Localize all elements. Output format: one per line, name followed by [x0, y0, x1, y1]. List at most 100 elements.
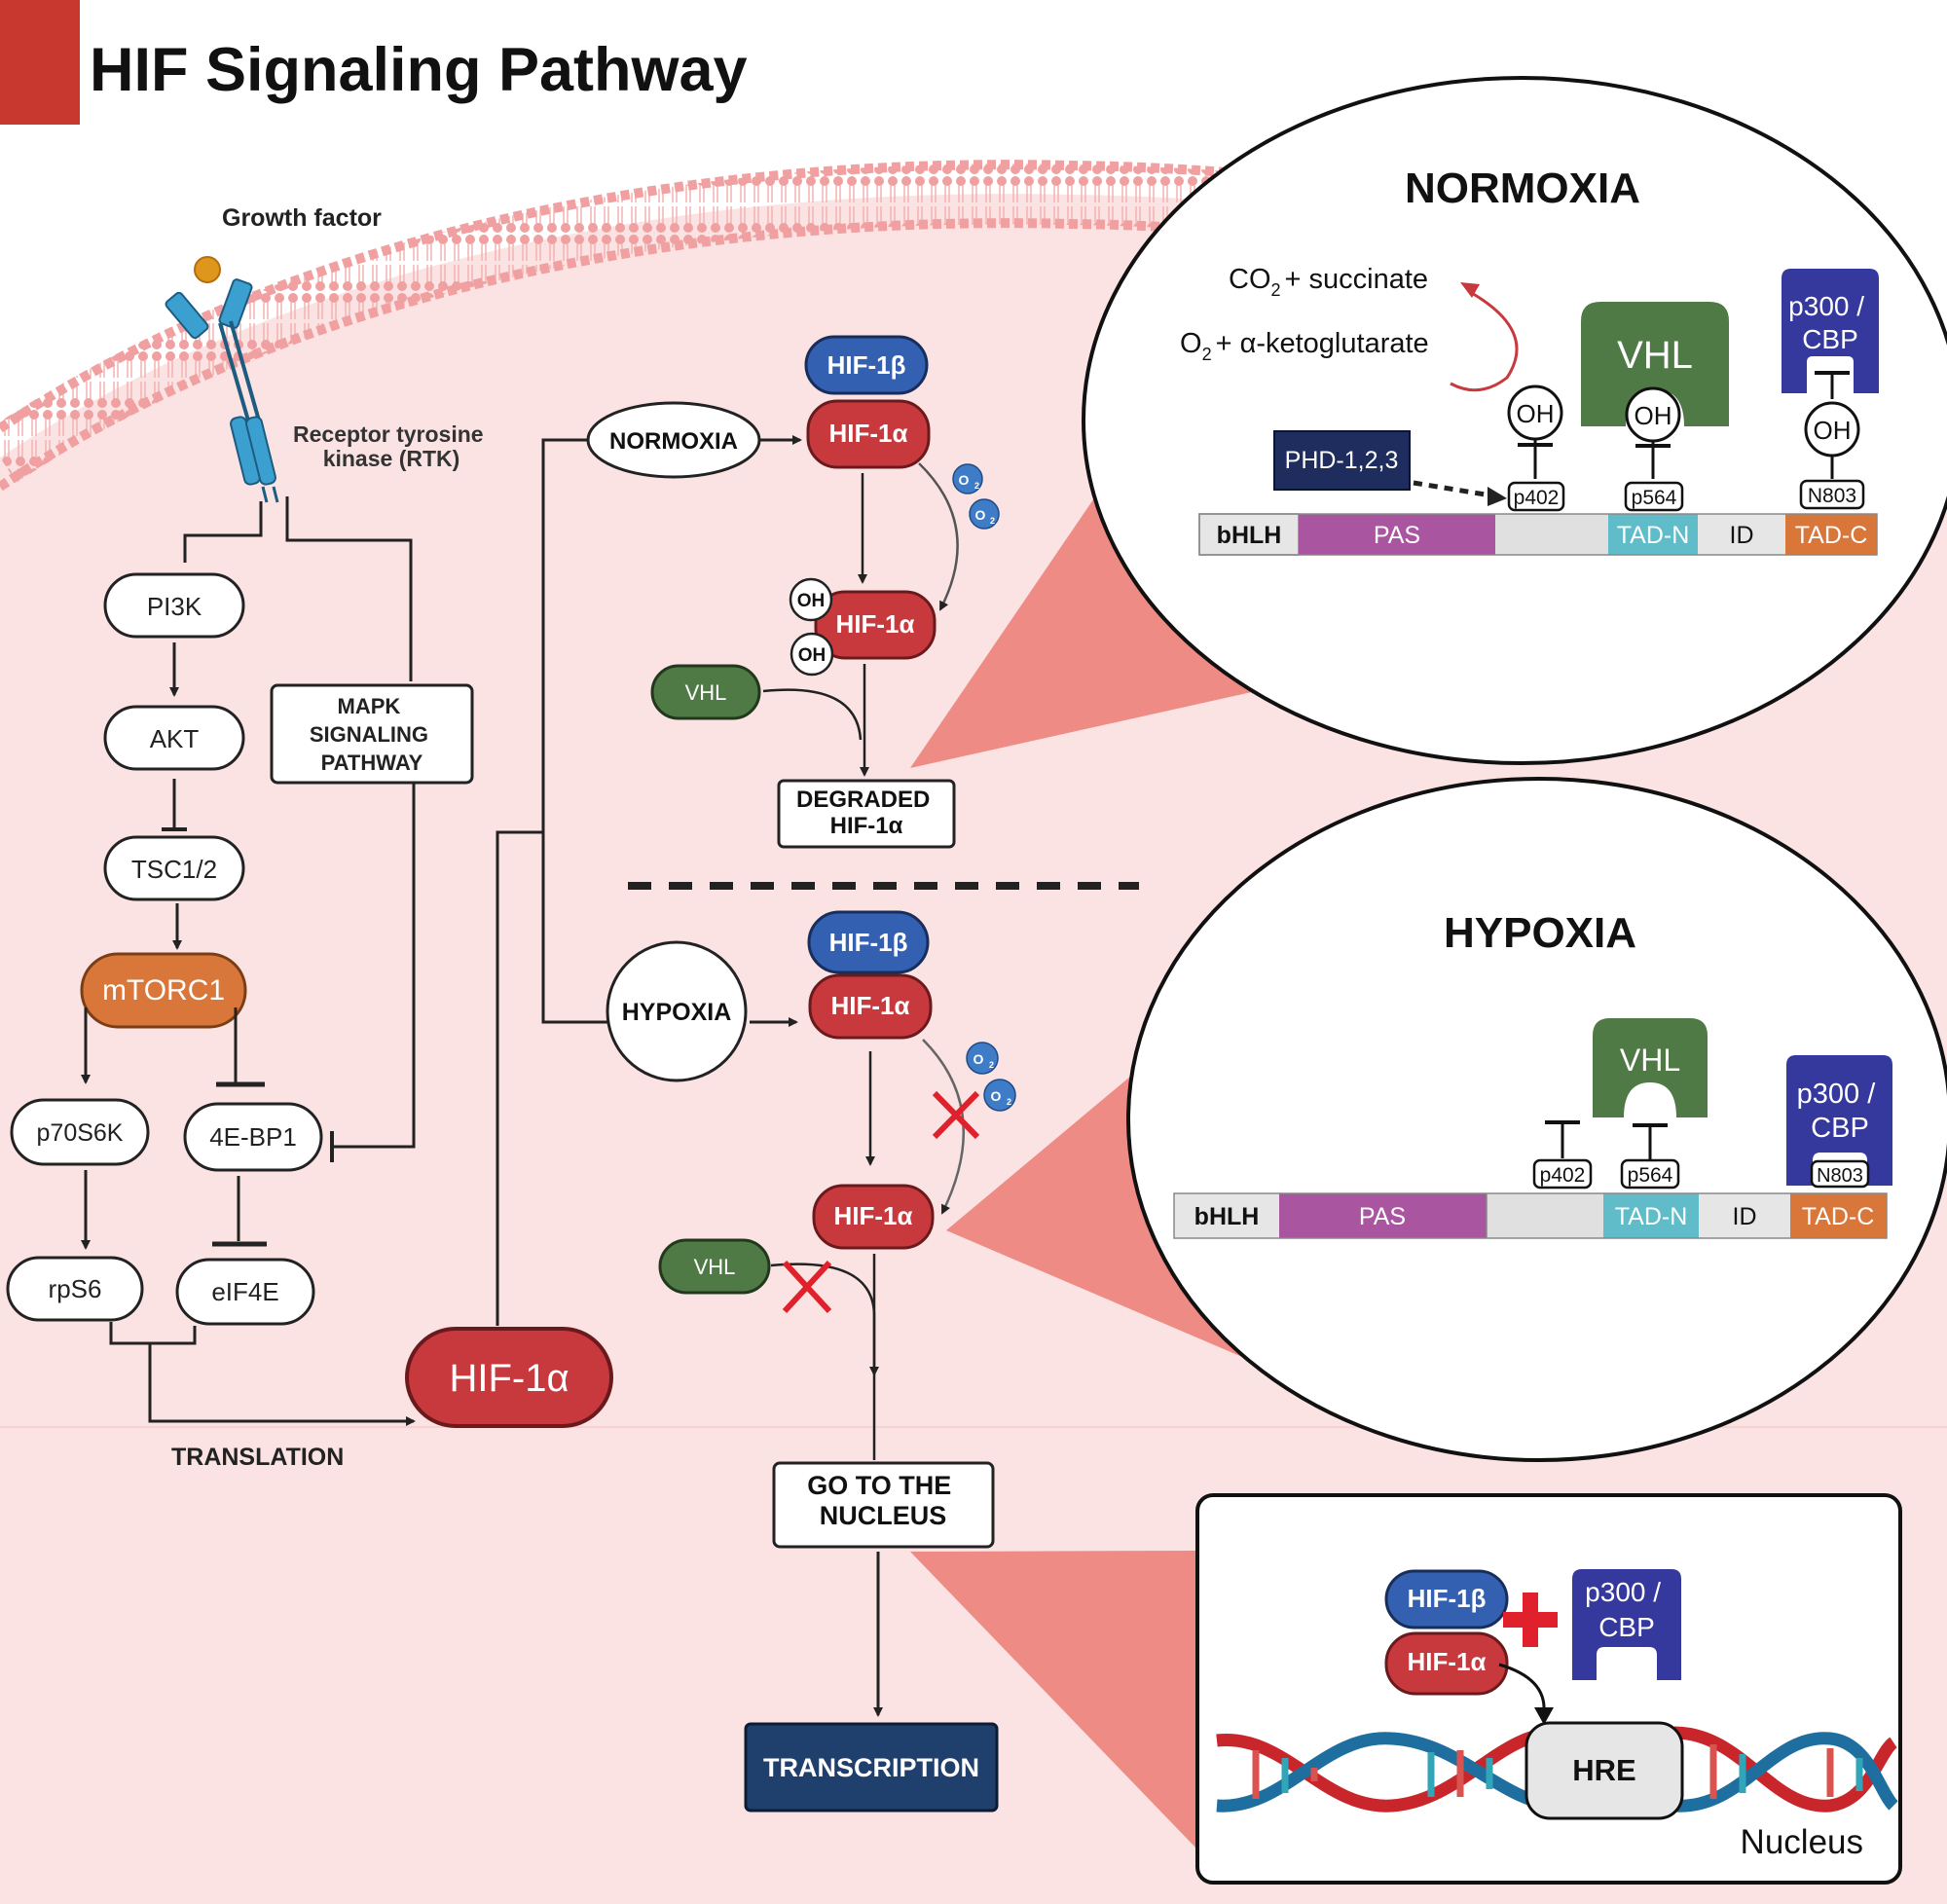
page-title: HIF Signaling Pathway: [90, 36, 748, 104]
svg-text:OH: OH: [1517, 399, 1555, 428]
svg-text:HIF-1β: HIF-1β: [827, 350, 906, 380]
normoxia-vhl: VHL: [650, 664, 761, 720]
svg-text:HIF-1α: HIF-1α: [449, 1357, 569, 1400]
svg-text:N803: N803: [1817, 1165, 1863, 1187]
oxygen-icon: O 2: [952, 463, 983, 494]
svg-text:HIF-1α: HIF-1α: [836, 609, 915, 639]
hydroxyl-group-icon: OH: [790, 632, 834, 677]
svg-text:TSC1/2: TSC1/2: [131, 855, 217, 884]
svg-text:TRANSCRIPTION: TRANSCRIPTION: [763, 1753, 979, 1782]
svg-text:CO2+ succinate: CO2+ succinate: [1229, 264, 1428, 300]
svg-text:O: O: [959, 472, 970, 488]
hypoxia-zoom-wedge: [946, 1061, 1256, 1363]
node-tsc: TSC1/2: [103, 835, 245, 901]
node-eif4e: eIF4E: [175, 1258, 315, 1326]
svg-text:TAD-C: TAD-C: [1795, 522, 1868, 549]
svg-text:VHL: VHL: [694, 1255, 736, 1279]
hypoxia-stable-hif1a: HIF-1α: [812, 1184, 935, 1250]
nucleus-zoom-panel: HIF-1β HIF-1α p300 / CBP: [1195, 1493, 1902, 1885]
svg-text:HIF-1α: HIF-1α: [1408, 1647, 1487, 1676]
node-rps6: rpS6: [6, 1256, 144, 1322]
reaction-arrow-icon: [1460, 282, 1480, 298]
svg-text:HIF-1α: HIF-1α: [829, 419, 908, 448]
hre-element: HRE: [1525, 1721, 1684, 1820]
node-p70s6k: p70S6K: [10, 1098, 150, 1166]
hypoxia-vhl: VHL: [658, 1238, 771, 1295]
svg-text:O: O: [991, 1088, 1002, 1104]
svg-text:bHLH: bHLH: [1194, 1203, 1260, 1230]
svg-text:PAS: PAS: [1374, 522, 1420, 549]
svg-text:4E-BP1: 4E-BP1: [209, 1122, 297, 1152]
svg-text:OH: OH: [797, 591, 826, 611]
hydroxyl-group-icon: OH: [789, 577, 833, 622]
svg-text:N803: N803: [1808, 485, 1856, 507]
svg-text:2: 2: [989, 1060, 994, 1070]
svg-text:2: 2: [990, 516, 995, 526]
hypoxia-condition: HYPOXIA: [606, 940, 748, 1082]
svg-text:OH: OH: [798, 645, 827, 666]
oxygen-icon: O 2: [969, 498, 1000, 530]
rtk-label: Receptor tyrosine kinase (RTK): [293, 421, 490, 471]
oxygen-icon: O 2: [983, 1079, 1016, 1112]
svg-text:ID: ID: [1730, 522, 1754, 549]
svg-text:p402: p402: [1514, 487, 1560, 509]
hif1a-protein-main: HIF-1α: [405, 1327, 613, 1428]
svg-text:OH: OH: [1814, 416, 1852, 445]
node-mtorc1: mTORC1: [80, 952, 247, 1029]
svg-text:HIF-1β: HIF-1β: [1408, 1584, 1487, 1613]
svg-text:HIF-1β: HIF-1β: [829, 928, 908, 957]
hypoxia-hif1a: HIF-1α: [808, 973, 933, 1040]
growth-factor-icon: [194, 256, 221, 283]
hypoxia-zoom-panel: HYPOXIA VHL p300 / CBP p402 p564 N803 bH…: [1126, 777, 1947, 1462]
svg-text:eIF4E: eIF4E: [211, 1277, 278, 1306]
svg-text:MAPK SIGNALING PAT: MAPK SIGNALING PATHWAY: [310, 694, 434, 775]
hydroxyl-group-icon: [1507, 384, 1563, 441]
hypoxia-hif1b: HIF-1β: [807, 910, 930, 974]
hif1a-domain-bar: bHLH PAS TAD-N ID TAD-C: [1198, 513, 1878, 556]
vhl-protein-icon: [1581, 302, 1729, 426]
node-pi3k: PI3K: [103, 572, 245, 639]
svg-text:O2+ α-ketoglutarate: O2+ α-ketoglutarate: [1180, 328, 1429, 364]
degraded-hif1a-box: DEGRADED HIF-1α: [777, 779, 956, 849]
svg-text:TAD-C: TAD-C: [1802, 1203, 1875, 1230]
svg-text:p564: p564: [1632, 487, 1677, 509]
svg-text:VHL: VHL: [1620, 1043, 1680, 1078]
mapk-pathway-box: MAPK SIGNALING PATHWAY: [270, 683, 474, 785]
nucleus-label: Nucleus: [1741, 1823, 1863, 1861]
svg-text:PAS: PAS: [1359, 1203, 1406, 1230]
blocked-x-icon: [932, 1090, 980, 1140]
normoxia-hif1a: HIF-1α: [806, 399, 931, 469]
go-to-nucleus-box: GO TO THE NUCLEUS: [772, 1461, 995, 1549]
p300-cbp-icon: [1786, 1055, 1892, 1186]
svg-text:TAD-N: TAD-N: [1617, 522, 1690, 549]
blocked-x-icon: [782, 1260, 832, 1314]
svg-text:HIF-1α: HIF-1α: [831, 991, 910, 1020]
svg-text:bHLH: bHLH: [1217, 522, 1282, 549]
svg-text:O: O: [974, 1051, 984, 1067]
plus-icon: [1503, 1593, 1558, 1647]
svg-text:NORMOXIA: NORMOXIA: [1405, 165, 1640, 212]
svg-text:DEGRADED HIF-1α: DEGRADED HIF-1α: [796, 787, 937, 839]
svg-text:2: 2: [1007, 1097, 1011, 1107]
hydroxylated-hif1a: HIF-1α: [814, 590, 937, 660]
svg-text:AKT: AKT: [150, 724, 200, 753]
normoxia-hif1b: HIF-1β: [804, 335, 929, 395]
svg-text:ID: ID: [1733, 1203, 1757, 1230]
growth-factor-label: Growth factor: [222, 204, 382, 232]
p300-cbp-icon: [1782, 269, 1879, 393]
svg-text:HRE: HRE: [1572, 1753, 1635, 1787]
svg-text:PHD-1,2,3: PHD-1,2,3: [1285, 447, 1399, 474]
normoxia-zoom-panel: NORMOXIA CO2+ succinate O2+ α-ketoglutar…: [1082, 76, 1947, 765]
p300-cbp-icon: [1572, 1569, 1681, 1680]
svg-text:GO TO THE NUCLEUS: GO TO THE NUCLEUS: [807, 1471, 959, 1530]
nucleus-hif1b: HIF-1β: [1384, 1569, 1509, 1629]
svg-text:p564: p564: [1628, 1164, 1673, 1187]
translation-label: TRANSLATION: [171, 1444, 344, 1471]
svg-text:p300 / CBP: p300 / CBP: [1585, 1577, 1669, 1642]
normoxia-condition: NORMOXIA: [586, 401, 761, 479]
svg-text:rpS6: rpS6: [49, 1274, 102, 1303]
normoxia-zoom-wedge: [910, 487, 1256, 768]
transcription-box: TRANSCRIPTION: [744, 1722, 999, 1812]
svg-text:2: 2: [974, 481, 979, 491]
